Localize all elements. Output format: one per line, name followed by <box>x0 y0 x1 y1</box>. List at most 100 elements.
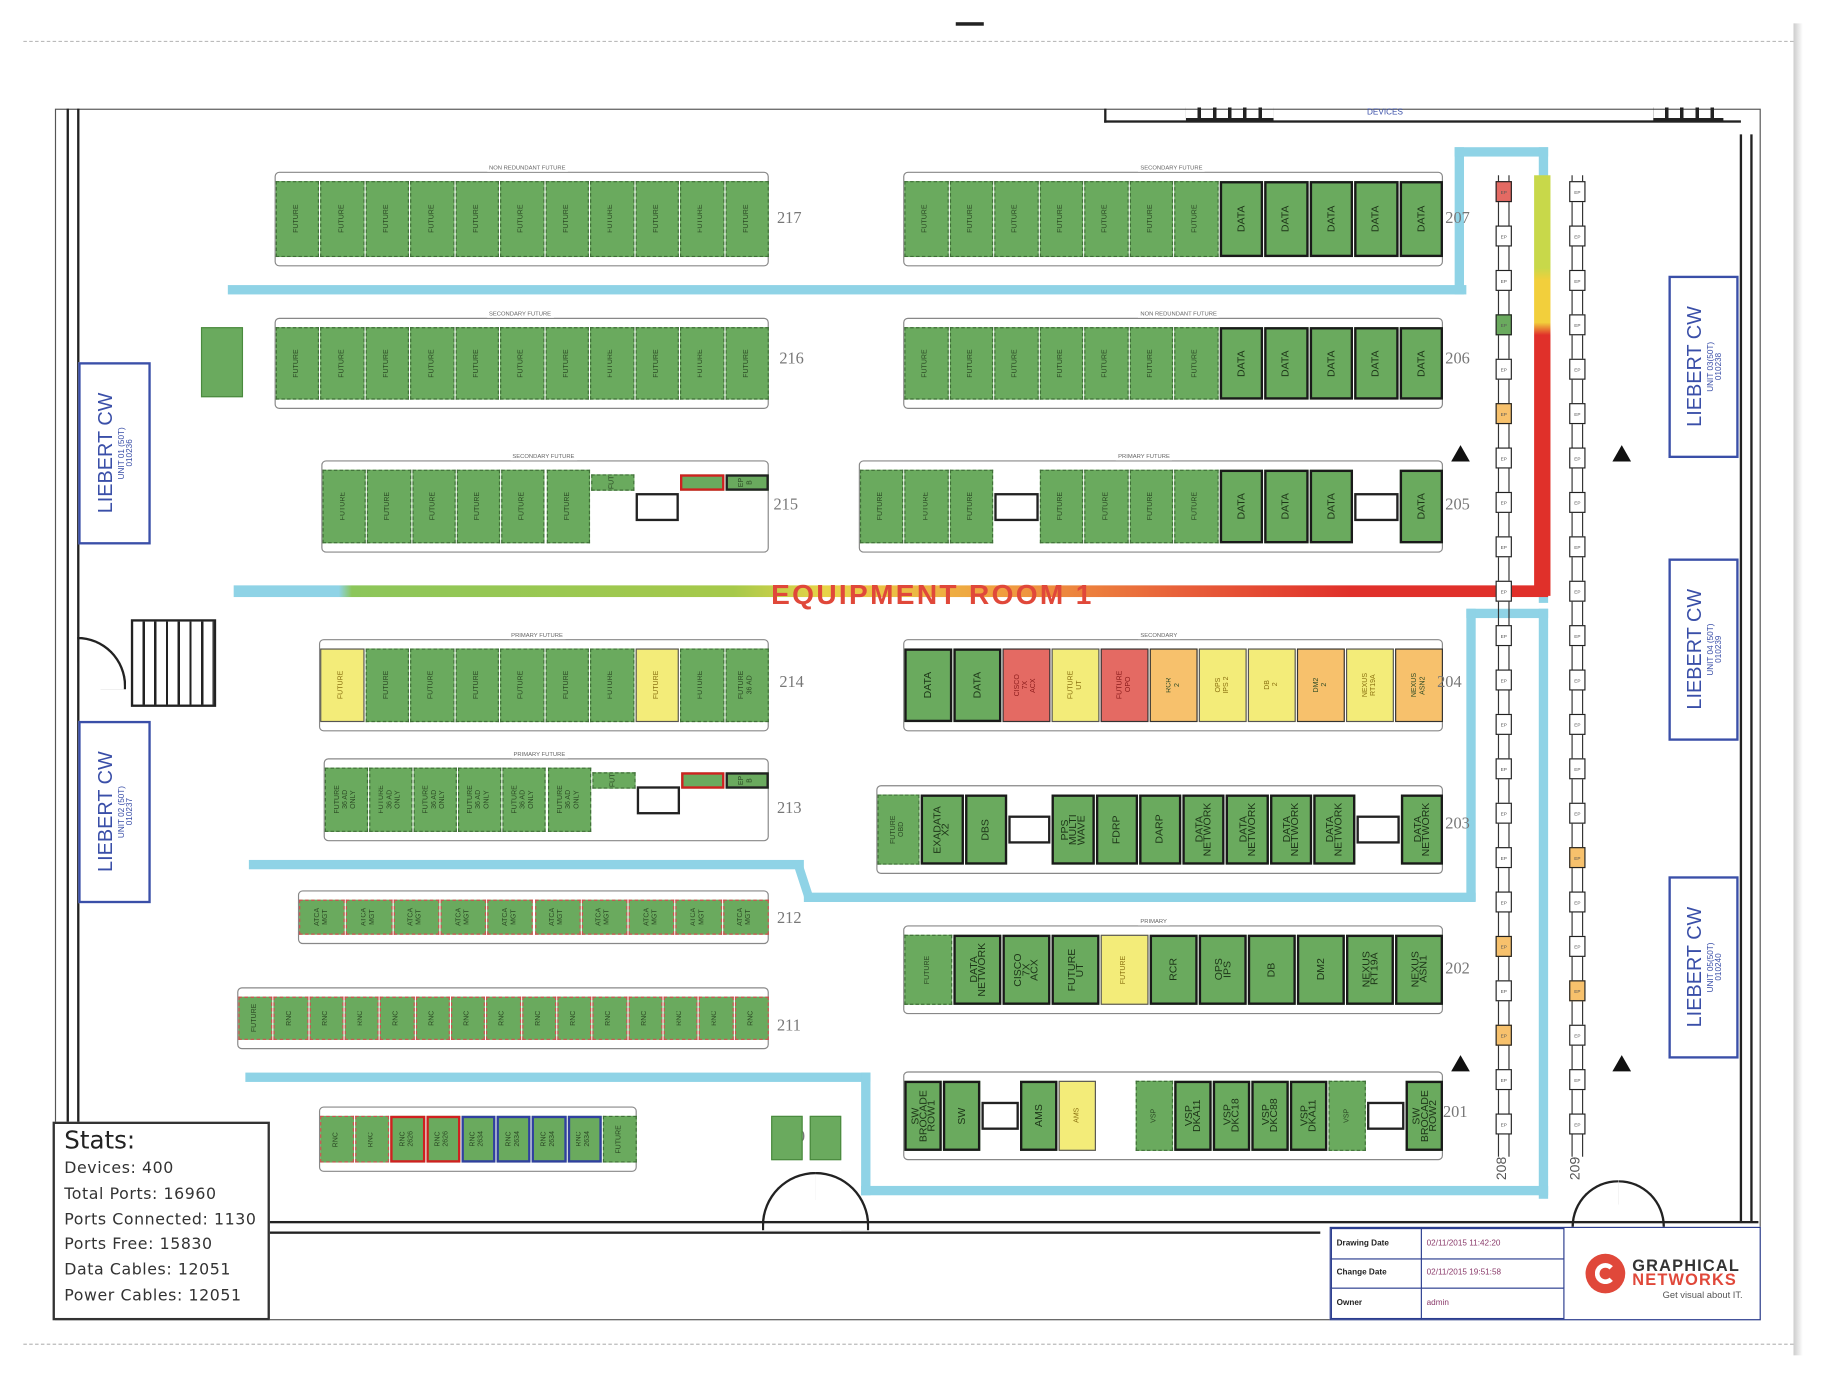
rack[interactable]: ATCA MGT <box>722 899 769 935</box>
rack[interactable]: FUTURE <box>904 469 949 544</box>
rack[interactable]: FUTURE <box>411 469 456 544</box>
power-distribution-box[interactable]: EP <box>1495 491 1512 513</box>
rack[interactable]: VSP <box>1135 1080 1174 1151</box>
rack[interactable]: DATA <box>1399 469 1443 544</box>
rack[interactable]: FUTURE <box>590 648 634 723</box>
rack[interactable]: FUTURE <box>455 648 499 723</box>
rack[interactable]: SW BROCADE ROW2 <box>1405 1080 1443 1151</box>
power-distribution-box[interactable]: EP <box>1495 580 1512 602</box>
power-distribution-box[interactable]: EP <box>1495 891 1512 913</box>
rack[interactable]: SW <box>942 1080 981 1151</box>
power-distribution-box[interactable]: EP <box>1569 847 1586 869</box>
rack[interactable]: RCR 2 <box>1149 648 1198 723</box>
rack[interactable]: FUTURE <box>365 181 410 258</box>
power-distribution-box[interactable]: EP <box>1495 669 1512 691</box>
rack[interactable]: RNC <box>699 996 734 1040</box>
rack[interactable]: DATA <box>1309 469 1354 544</box>
rack[interactable]: DATA NETWORK <box>1269 794 1313 865</box>
rack[interactable]: FUTURE 36 AD ONLY <box>547 767 591 832</box>
rack[interactable]: VSP DKA11 <box>1174 1080 1212 1151</box>
rack[interactable]: FUTURE <box>904 934 953 1005</box>
power-distribution-box[interactable]: EP <box>1569 802 1586 824</box>
power-distribution-box[interactable]: EP <box>1569 314 1586 336</box>
rack[interactable]: OPS IPS <box>1198 934 1247 1005</box>
power-distribution-box[interactable]: EP <box>1569 536 1586 558</box>
rack[interactable]: RNC 2634 <box>567 1115 602 1163</box>
rack[interactable]: DATA <box>1309 181 1354 258</box>
rack[interactable]: DATA <box>1264 469 1309 544</box>
power-distribution-box[interactable]: EP <box>1495 758 1512 780</box>
rack[interactable]: FUTURE <box>500 181 545 258</box>
rack[interactable]: FUTURE <box>322 469 367 544</box>
rack[interactable]: FUTURE <box>1174 181 1219 258</box>
rack[interactable]: FUTURE <box>275 181 320 258</box>
rack[interactable]: FUTURE <box>500 648 544 723</box>
standalone-rack[interactable] <box>200 327 244 398</box>
rack[interactable]: FUTURE UT <box>1051 648 1100 723</box>
rack[interactable]: CISCO 7X ACX <box>1002 934 1051 1005</box>
rack[interactable]: RNC <box>734 996 769 1040</box>
rack[interactable]: FUTURE UT <box>1051 934 1100 1005</box>
rack[interactable]: DATA <box>1309 327 1354 400</box>
rack[interactable]: ATCA MGT <box>299 899 346 935</box>
rack[interactable]: DATA NETWORK <box>1226 794 1269 865</box>
rack[interactable]: FUTURE 36 AD ONLY <box>502 767 547 832</box>
rack[interactable]: RCR <box>1149 934 1198 1005</box>
rack[interactable]: EP B <box>725 772 769 789</box>
rack[interactable]: FUTURE <box>1174 327 1219 400</box>
rack[interactable]: FUTURE <box>320 181 365 258</box>
rack[interactable]: RNC <box>592 996 628 1040</box>
rack[interactable]: FUTURE <box>1039 327 1084 400</box>
rack[interactable]: VSP <box>1328 1080 1366 1151</box>
rack[interactable]: DBS <box>964 794 1008 865</box>
rack[interactable]: FUTURE <box>410 648 454 723</box>
rack[interactable]: RNC <box>521 996 557 1040</box>
rack[interactable]: FUTURE <box>1084 327 1129 400</box>
rack[interactable]: FUTURE <box>680 181 724 258</box>
rack[interactable]: FUTURE <box>859 469 904 544</box>
rack[interactable] <box>680 772 725 789</box>
rack[interactable]: FUTURE <box>994 327 1039 400</box>
rack[interactable]: FUTURE <box>456 469 501 544</box>
rack[interactable]: FUT <box>590 474 635 491</box>
rack[interactable]: DATA NETWORK <box>953 934 1002 1005</box>
power-distribution-box[interactable]: EP <box>1569 358 1586 380</box>
empty-floor-tile[interactable] <box>636 785 680 814</box>
rack[interactable]: ATCA MGT <box>675 899 722 935</box>
rack[interactable]: DATA <box>1264 181 1309 258</box>
rack[interactable]: RNC <box>415 996 450 1040</box>
rack[interactable]: FUTURE <box>1084 181 1129 258</box>
rack[interactable]: FUTURE <box>1039 181 1084 258</box>
rack[interactable]: RNC 2626 <box>390 1115 425 1163</box>
rack[interactable]: ATCA MGT <box>487 899 534 935</box>
rack[interactable]: FUTURE OBD <box>877 794 920 865</box>
rack[interactable]: FUTURE <box>680 648 724 723</box>
power-distribution-box[interactable]: EP <box>1495 935 1512 957</box>
rack[interactable]: FUT <box>591 772 636 789</box>
rack[interactable]: RNC 2634 <box>461 1115 496 1163</box>
rack[interactable]: FUTURE <box>410 181 455 258</box>
power-distribution-box[interactable]: EP <box>1569 580 1586 602</box>
power-distribution-box[interactable]: EP <box>1569 935 1586 957</box>
rack[interactable]: ATCA MGT <box>346 899 393 935</box>
power-distribution-box[interactable]: EP <box>1495 1024 1512 1046</box>
power-distribution-box[interactable]: EP <box>1495 980 1512 1002</box>
power-distribution-box[interactable]: EP <box>1569 269 1586 291</box>
empty-floor-tile[interactable] <box>981 1101 1019 1130</box>
rack[interactable]: RNC <box>557 996 592 1040</box>
rack[interactable]: FUTURE <box>545 327 590 400</box>
standalone-rack[interactable] <box>809 1115 842 1161</box>
rack[interactable]: DM2 <box>1296 934 1345 1005</box>
rack[interactable]: NEXUS RT19A <box>1345 934 1394 1005</box>
rack[interactable]: FUTURE <box>994 181 1039 258</box>
rack[interactable]: FUTURE <box>949 469 994 544</box>
power-distribution-box[interactable]: EP <box>1495 713 1512 735</box>
rack[interactable]: FUTURE <box>365 648 409 723</box>
rack[interactable]: FUTURE <box>455 327 500 400</box>
rack[interactable]: RNC <box>486 996 521 1040</box>
rack[interactable]: DATA <box>1399 181 1443 258</box>
rack[interactable]: FUTURE <box>590 181 635 258</box>
